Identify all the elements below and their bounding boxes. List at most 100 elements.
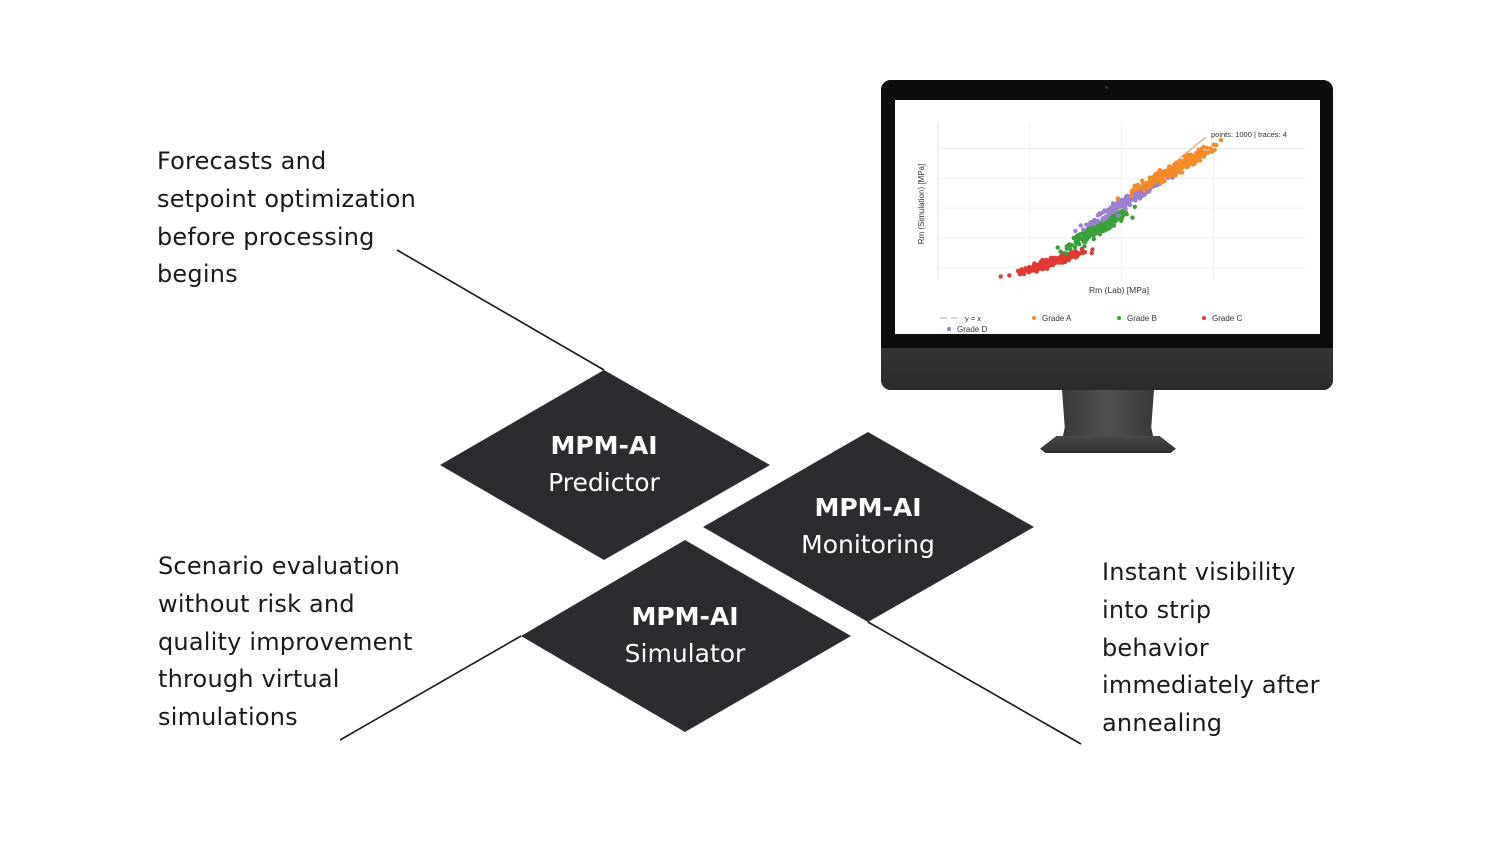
data-point xyxy=(1123,196,1129,201)
legend-label: Grade A xyxy=(1042,314,1072,323)
data-point xyxy=(1129,193,1134,198)
data-point xyxy=(1164,169,1169,174)
description-line: through virtual xyxy=(158,665,340,694)
data-point xyxy=(1119,215,1125,221)
data-point xyxy=(1121,199,1126,204)
data-point xyxy=(1088,231,1093,237)
description-line: Scenario evaluation xyxy=(158,552,400,580)
chart-points xyxy=(998,137,1224,279)
data-point xyxy=(1123,206,1128,211)
description-line: simulations xyxy=(158,703,298,732)
module-subtitle: Simulator xyxy=(624,639,746,668)
data-point xyxy=(1040,267,1045,272)
data-point xyxy=(1194,158,1199,164)
data-point xyxy=(1170,166,1175,171)
data-point xyxy=(1095,220,1100,225)
data-point xyxy=(1218,137,1224,143)
description-line: behavior xyxy=(1102,633,1209,662)
data-point xyxy=(1073,228,1078,234)
data-point xyxy=(1130,215,1135,220)
description-simulator: Scenario evaluation without risk and qua… xyxy=(158,548,413,737)
connector-simulator xyxy=(339,635,522,741)
data-point xyxy=(1172,161,1178,167)
monitor-screen: points: 1000 | traces: 4 Rm (Lab) [MPa] … xyxy=(895,100,1320,334)
y-axis-label: Rm (Simulation) [MPa] xyxy=(917,164,926,244)
data-point xyxy=(1092,217,1097,223)
description-monitoring: Instant visibility into strip behavior i… xyxy=(1102,554,1320,743)
data-point xyxy=(1129,189,1134,194)
description-line: begins xyxy=(157,260,238,289)
series-grade-c xyxy=(998,246,1095,279)
legend-label: y = x xyxy=(965,314,981,323)
description-line: before processing xyxy=(157,222,375,251)
data-point xyxy=(1177,170,1182,175)
data-point xyxy=(1145,185,1151,190)
data-point xyxy=(1112,209,1117,214)
data-point xyxy=(1133,196,1138,201)
data-point xyxy=(1150,177,1155,182)
data-point xyxy=(1089,250,1094,256)
data-point xyxy=(1055,245,1060,250)
data-point xyxy=(1135,185,1140,190)
data-point xyxy=(1095,225,1100,230)
description-line: Instant visibility xyxy=(1102,558,1296,586)
data-point xyxy=(1116,213,1121,218)
connector-monitoring xyxy=(867,621,1082,745)
diamond-monitoring[interactable] xyxy=(703,432,1034,622)
data-point xyxy=(1028,268,1033,273)
data-point xyxy=(1184,164,1190,170)
description-line: annealing xyxy=(1102,709,1223,738)
data-point xyxy=(1081,239,1086,244)
data-point xyxy=(1132,204,1137,209)
data-point xyxy=(1142,188,1147,193)
data-point xyxy=(1050,257,1056,263)
data-point xyxy=(1099,229,1104,234)
data-point xyxy=(1206,150,1211,155)
data-point xyxy=(1074,251,1079,256)
data-point xyxy=(1108,220,1113,225)
data-point xyxy=(1157,168,1163,173)
data-point xyxy=(1100,217,1105,223)
data-point xyxy=(1178,161,1184,166)
chart-annotation: points: 1000 | traces: 4 xyxy=(1211,130,1287,139)
data-point xyxy=(998,274,1003,279)
data-point xyxy=(1111,223,1117,228)
data-point xyxy=(1078,223,1083,228)
data-point xyxy=(1064,251,1069,256)
data-point xyxy=(1015,268,1021,274)
data-point xyxy=(1068,247,1073,252)
camera-icon xyxy=(1105,86,1108,89)
data-point xyxy=(1201,154,1206,159)
series-grade-a xyxy=(1115,137,1224,201)
data-point xyxy=(1091,221,1097,227)
data-point xyxy=(1104,214,1109,219)
data-point xyxy=(1138,190,1143,195)
diamond-simulator[interactable] xyxy=(521,540,851,732)
data-point xyxy=(1034,269,1039,274)
legend-marker-grade-d xyxy=(947,327,951,331)
data-point xyxy=(1073,255,1079,260)
data-point xyxy=(1128,197,1133,202)
data-point xyxy=(1093,229,1098,234)
data-point xyxy=(1058,249,1063,254)
data-point xyxy=(1072,245,1078,250)
data-point xyxy=(1023,266,1028,271)
description-line: Forecasts and xyxy=(157,147,327,175)
data-point xyxy=(1155,178,1160,183)
data-point xyxy=(1065,255,1071,260)
data-point xyxy=(1103,227,1108,232)
scatter-chart: points: 1000 | traces: 4 Rm (Lab) [MPa] … xyxy=(917,122,1305,334)
module-title: MPM-AI xyxy=(550,431,658,460)
legend-marker-grade-a xyxy=(1032,316,1036,320)
diamond-predictor[interactable] xyxy=(440,370,770,560)
module-label-simulator: MPM-AI Simulator xyxy=(575,599,795,673)
data-point xyxy=(1194,150,1199,156)
description-line: into strip xyxy=(1102,595,1212,624)
monitor-stand xyxy=(1062,390,1154,440)
data-point xyxy=(1173,173,1178,178)
data-point xyxy=(1082,244,1087,249)
data-point xyxy=(1081,235,1086,241)
data-point xyxy=(1107,210,1113,215)
data-point xyxy=(1074,241,1079,246)
